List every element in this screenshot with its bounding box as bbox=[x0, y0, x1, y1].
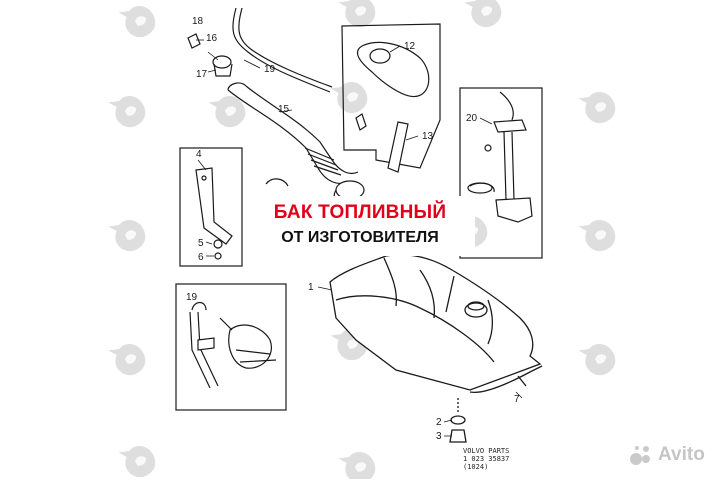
inset-sender-box bbox=[459, 87, 543, 259]
filler-neck-assembly bbox=[187, 7, 365, 206]
inset-bracket-box bbox=[179, 147, 243, 267]
callout-13: 13 bbox=[422, 131, 434, 142]
callout-7: 7 bbox=[514, 394, 520, 405]
credit-line-2: 1 023 35837 bbox=[463, 455, 510, 463]
callout-1: 1 bbox=[308, 282, 314, 293]
callout-3: 3 bbox=[436, 431, 442, 442]
callout-19: 19 bbox=[264, 64, 276, 75]
callout-labels: 1 2 3 4 5 6 7 12 13 15 16 17 18 19 19 20 bbox=[186, 16, 520, 442]
callout-15: 15 bbox=[278, 104, 290, 115]
callout-18: 18 bbox=[192, 16, 204, 27]
callout-5: 5 bbox=[198, 238, 204, 249]
leader-lines bbox=[196, 39, 523, 437]
credit-line-1: VOLVO PARTS bbox=[463, 447, 510, 455]
callout-12: 12 bbox=[404, 41, 416, 52]
callout-17: 17 bbox=[196, 69, 208, 80]
avito-watermark: Avito bbox=[628, 441, 705, 469]
inset-seal-box bbox=[341, 23, 441, 173]
headline-banner: БАК ТОПЛИВНЫЙ ОТ ИЗГОТОВИТЕЛЯ bbox=[245, 196, 475, 256]
callout-20: 20 bbox=[466, 113, 478, 124]
headline-title: БАК ТОПЛИВНЫЙ bbox=[273, 202, 447, 223]
callout-16: 16 bbox=[206, 33, 218, 44]
headline-subtitle: ОТ ИЗГОТОВИТЕЛЯ bbox=[281, 229, 439, 246]
callout-2: 2 bbox=[436, 417, 442, 428]
avito-wordmark: Avito bbox=[658, 444, 705, 465]
avito-logo-icon bbox=[630, 446, 650, 465]
volvo-parts-credit: VOLVO PARTS 1 023 35837 (1024) bbox=[463, 447, 553, 471]
fuel-tank-main bbox=[329, 254, 543, 443]
credit-line-3: (1024) bbox=[463, 463, 489, 471]
inset-vent-box bbox=[175, 283, 287, 411]
callout-19-inset: 19 bbox=[186, 292, 198, 303]
callout-6: 6 bbox=[198, 252, 204, 263]
callout-4: 4 bbox=[196, 149, 202, 160]
